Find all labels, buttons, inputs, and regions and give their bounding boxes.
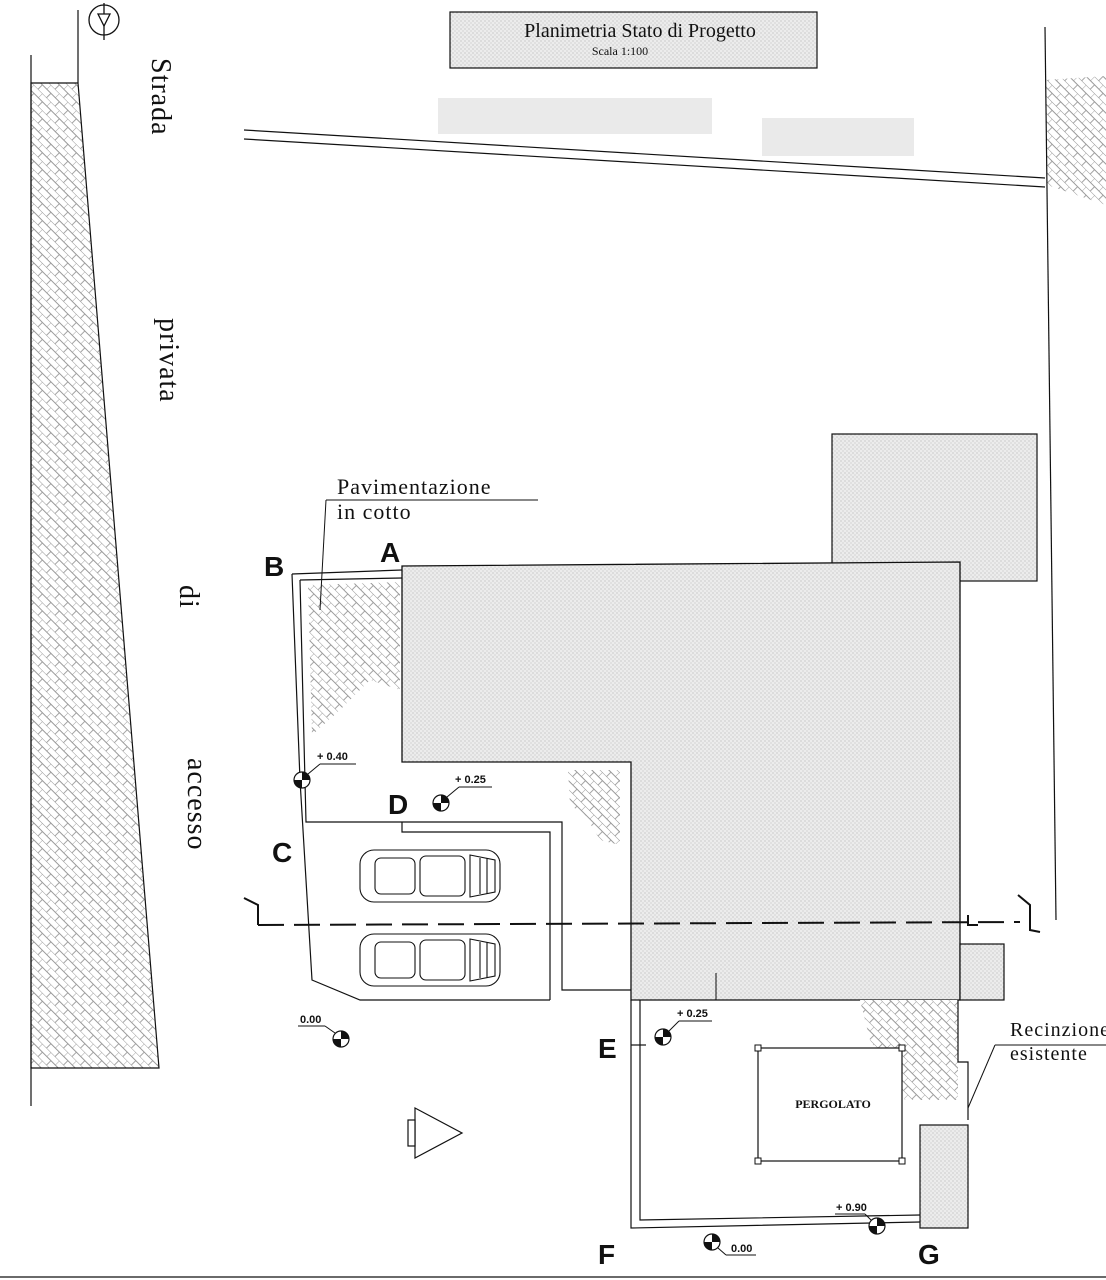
courtyard-boundary bbox=[291, 569, 631, 1001]
level-marker-street bbox=[298, 1025, 350, 1048]
road-label-word-1: Strada bbox=[145, 58, 176, 136]
callout-leaders bbox=[319, 499, 1106, 1109]
level-value-g: + 0.90 bbox=[836, 1202, 867, 1214]
point-label-d: D bbox=[388, 789, 408, 820]
level-value-b: + 0.40 bbox=[317, 751, 348, 763]
neighbour-building bbox=[831, 433, 1038, 582]
point-label-a: A bbox=[380, 537, 400, 568]
road-label-word-2: privata bbox=[153, 318, 184, 403]
car-bottom bbox=[359, 933, 501, 987]
plan-scale: Scala 1:100 bbox=[592, 44, 648, 58]
top-boundary-line bbox=[243, 129, 1046, 188]
paving-callout-line-2: in cotto bbox=[337, 499, 412, 524]
level-marker-b bbox=[293, 763, 356, 789]
cotto-paving bbox=[308, 582, 958, 1100]
level-marker-g bbox=[835, 1213, 886, 1235]
level-marker-f bbox=[703, 1233, 756, 1256]
level-marker-d bbox=[432, 786, 492, 812]
car-top bbox=[359, 849, 501, 903]
point-labels: A B C D E F G bbox=[264, 537, 940, 1270]
garden-shed bbox=[919, 1124, 969, 1229]
redacted-labels bbox=[438, 98, 914, 156]
point-label-g: G bbox=[918, 1239, 940, 1270]
level-value-d: + 0.25 bbox=[455, 774, 486, 786]
paving-callout-line-1: Pavimentazione bbox=[337, 474, 492, 499]
point-label-f: F bbox=[598, 1239, 615, 1270]
level-marker-e bbox=[654, 1020, 712, 1046]
level-value-f: 0.00 bbox=[731, 1243, 752, 1255]
point-label-b: B bbox=[264, 551, 284, 582]
level-value-street: 0.00 bbox=[300, 1014, 321, 1026]
road-pavement-strip bbox=[30, 10, 160, 1106]
garden-boundary bbox=[630, 1000, 969, 1229]
fence-callout-line-1: Recinzione bbox=[1010, 1019, 1106, 1041]
level-value-e: + 0.25 bbox=[677, 1008, 708, 1020]
section-line bbox=[243, 894, 1041, 933]
road-label-word-3: di bbox=[173, 585, 204, 609]
pergola-label: PERGOLATO bbox=[795, 1097, 871, 1111]
title-block: Planimetria Stato di Progetto Scala 1:10… bbox=[449, 11, 818, 69]
road-label-word-4: accesso bbox=[181, 758, 212, 851]
building-annex bbox=[959, 943, 1005, 1001]
north-arrow-icon bbox=[88, 3, 120, 40]
point-label-e: E bbox=[598, 1033, 617, 1064]
plan-title: Planimetria Stato di Progetto bbox=[524, 20, 756, 42]
entrance-arrow-icon bbox=[407, 1107, 464, 1159]
road-label: Strada privata di accesso bbox=[145, 58, 212, 851]
right-boundary-strip bbox=[1044, 26, 1106, 921]
fence-callout-line-2: esistente bbox=[1010, 1043, 1088, 1065]
point-label-c: C bbox=[272, 837, 292, 868]
pergola: PERGOLATO bbox=[754, 1044, 906, 1165]
